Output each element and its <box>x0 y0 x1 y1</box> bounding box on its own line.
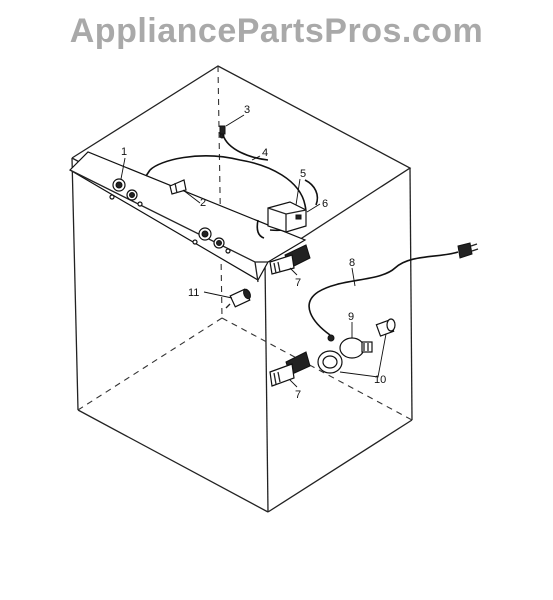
callout-1: 1 <box>121 146 127 158</box>
callout-labels: 1 2 3 4 5 6 7 7 8 9 10 11 <box>121 104 386 401</box>
callout-6: 6 <box>322 198 328 210</box>
leader-lines <box>120 114 387 388</box>
part-10-lamp-socket <box>317 318 396 374</box>
callout-8: 8 <box>349 257 355 269</box>
control-console <box>69 151 307 283</box>
part-7-module-upper <box>269 244 311 275</box>
cabinet-outline <box>71 65 413 513</box>
callout-10: 10 <box>374 374 386 386</box>
callout-4: 4 <box>262 147 268 159</box>
part-2-bracket <box>169 179 187 195</box>
callout-11: 11 <box>188 287 199 299</box>
callout-7-upper: 7 <box>295 277 301 289</box>
part-7-module-lower <box>269 351 311 387</box>
callout-9: 9 <box>348 311 354 323</box>
callout-7-lower: 7 <box>295 389 301 401</box>
callout-5: 5 <box>300 168 306 180</box>
watermark-logo: AppliancePartsPros.com <box>69 12 484 50</box>
callout-2: 2 <box>200 197 206 209</box>
part-8-power-cord <box>308 242 479 342</box>
part-1-switch <box>109 178 231 254</box>
hidden-edges <box>77 65 413 421</box>
callout-3: 3 <box>244 104 250 116</box>
part-9-lamp <box>339 337 373 359</box>
part-11-door-switch <box>225 288 251 309</box>
part-6-terminal-block <box>267 201 307 233</box>
